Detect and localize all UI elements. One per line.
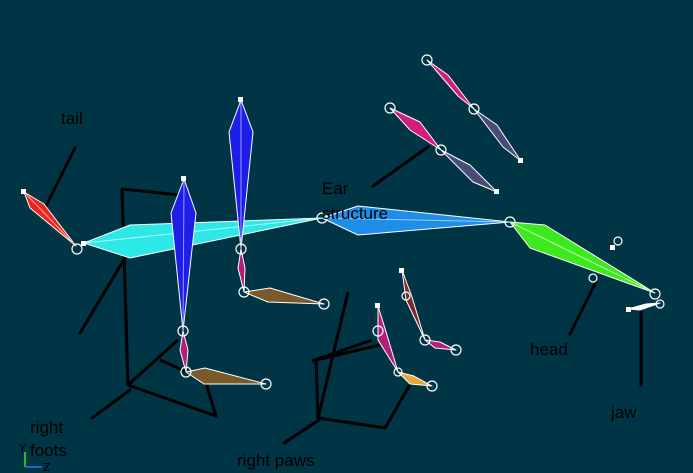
joint-paw-b-top[interactable] (372, 325, 384, 337)
right-paw-lower-a[interactable] (424, 339, 457, 351)
axis-gizmo: Y Z (18, 442, 51, 473)
ear-bone-lower[interactable] (389, 107, 442, 151)
fore-paw[interactable] (185, 367, 267, 385)
leg-outline-right (311, 291, 414, 430)
hind-paw[interactable] (243, 287, 325, 305)
handle-paw-a[interactable] (399, 268, 404, 273)
joint-paw-a-top[interactable] (401, 291, 411, 301)
head-pointer-line (568, 280, 598, 336)
right-paw-lower-b[interactable] (397, 371, 433, 387)
foots-pointer-line (90, 388, 132, 420)
joint-fore-toe[interactable] (260, 378, 272, 390)
joints[interactable] (71, 54, 665, 392)
label-right-foots-line1: right (30, 418, 63, 437)
ear-tip-lower[interactable] (440, 149, 498, 193)
joint-head-lower[interactable] (588, 273, 598, 283)
joint-paw-a-toe[interactable] (450, 344, 462, 356)
joint-paw-b-toe[interactable] (426, 380, 438, 392)
label-right-paws: right paws (237, 451, 314, 470)
ear-tip-upper[interactable] (473, 108, 522, 162)
axis-y-label: Y (18, 442, 26, 455)
annotation-lines (43, 145, 643, 445)
handle-head-side[interactable] (610, 245, 615, 250)
joint-fore-hip[interactable] (177, 325, 189, 337)
handle-jaw[interactable] (626, 307, 631, 312)
handle-paw-b[interactable] (375, 303, 380, 308)
joint-neck[interactable] (504, 216, 516, 228)
jaw-bone[interactable] (627, 302, 661, 311)
label-ear-line1: Ear (322, 179, 349, 198)
spine-bone-1[interactable] (83, 217, 323, 259)
joint-head-tip[interactable] (649, 288, 661, 300)
paws-pointer-line (282, 416, 324, 445)
label-tail: tail (61, 109, 83, 128)
joint-ear-lower-root[interactable] (384, 102, 396, 114)
fore-leg-shin[interactable] (179, 330, 189, 373)
joint-fore-knee[interactable] (180, 366, 192, 378)
tail-pointer-line (43, 146, 77, 210)
handle-ear-upper-tip[interactable] (518, 158, 523, 163)
bone-handles[interactable] (21, 97, 631, 312)
joint-paw-b-mid[interactable] (393, 367, 403, 377)
axis-z-label: Z (43, 461, 51, 473)
joint-tail[interactable] (71, 243, 83, 255)
joint-ear-upper-root[interactable] (421, 54, 433, 66)
joint-paw-a-mid[interactable] (419, 334, 431, 346)
label-ear-line2: structure (322, 204, 388, 223)
label-head: head (530, 340, 568, 359)
handle-hind-leg-top[interactable] (238, 97, 243, 102)
right-paw-upper-a[interactable] (401, 269, 426, 341)
joint-hind-knee[interactable] (238, 286, 250, 298)
joint-ear-lower-mid[interactable] (435, 144, 447, 156)
joint-head-side[interactable] (613, 236, 623, 246)
joint-spine-mid[interactable] (316, 212, 328, 224)
handle-fore-leg-top[interactable] (181, 176, 186, 181)
hind-leg-shin[interactable] (237, 248, 246, 293)
joint-hind-hip[interactable] (235, 243, 247, 255)
ear-bone-upper[interactable] (426, 59, 475, 110)
bones[interactable] (23, 59, 661, 387)
label-right-foots-line2: foots (30, 441, 67, 460)
joint-jaw[interactable] (655, 299, 665, 309)
left-foreleg-sketch (78, 256, 127, 335)
joint-ear-upper-mid[interactable] (468, 103, 480, 115)
joint-hind-toe[interactable] (318, 298, 330, 310)
label-jaw: jaw (610, 403, 637, 422)
right-paw-upper-b[interactable] (377, 305, 399, 373)
handle-tail-tip[interactable] (21, 189, 26, 194)
ear-pointer-line (371, 145, 430, 188)
handle-ear-lower-tip[interactable] (494, 189, 499, 194)
handle-tail-root[interactable] (81, 241, 86, 246)
